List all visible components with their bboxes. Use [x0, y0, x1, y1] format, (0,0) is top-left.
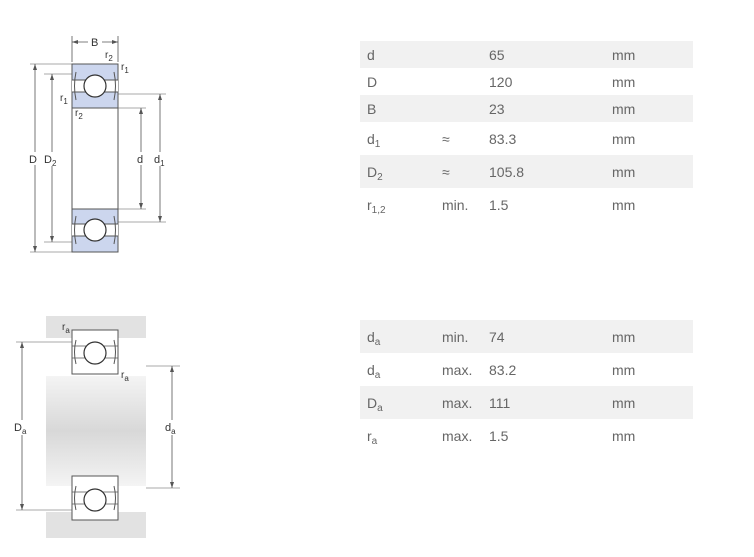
qualifier: max. [442, 361, 473, 378]
unit: mm [612, 73, 636, 90]
qualifier: min. [442, 328, 469, 345]
label-da: da [165, 422, 176, 436]
dimension-symbol: ra [367, 427, 378, 447]
unit: mm [612, 328, 636, 345]
qualifier [435, 95, 482, 122]
dimension-value: 65 [489, 46, 505, 63]
dimension-value: 111 [489, 394, 511, 411]
unit: mm [612, 163, 636, 180]
unit: mm [612, 361, 636, 378]
dimension-symbol: da [367, 328, 381, 348]
dimension-symbol: da [367, 361, 381, 381]
label-D2: D2 [44, 154, 57, 168]
table-row: d1 ≈83.3 mm [360, 122, 693, 155]
bearing-dimension-diagram: B r2 r1 r1 r2 D D2 d d1 [27, 35, 170, 253]
dimension-value: 74 [489, 328, 505, 345]
unit: mm [612, 46, 636, 63]
dimension-value: 1.5 [489, 196, 509, 213]
dimension-symbol: B [367, 100, 377, 117]
svg-text:r2: r2 [105, 50, 113, 63]
ball-bottom-mount [83, 488, 107, 512]
dimension-value: 83.2 [489, 361, 517, 378]
table-row: d 65 mm [360, 41, 693, 68]
qualifier: ≈ [442, 163, 450, 180]
unit: mm [612, 427, 636, 444]
table-row: r1,2 min. 1.5 mm [360, 188, 693, 221]
unit: mm [612, 394, 636, 411]
dimension-value: 83.3 [489, 130, 517, 147]
table-row: da max. 83.2 mm [360, 353, 693, 386]
dimension-value: 105.8 [489, 163, 525, 180]
label-d: d [137, 154, 143, 166]
dimension-symbol: r1,2 [367, 196, 386, 216]
qualifier: ≈ [442, 130, 450, 147]
label-B: B [91, 37, 98, 49]
dimension-symbol: d [367, 46, 375, 63]
unit: mm [612, 100, 636, 117]
unit: mm [612, 196, 636, 213]
table-row: da min. 74 mm [360, 320, 693, 353]
dimension-value: 120 [489, 73, 513, 90]
ball-top [83, 74, 107, 98]
ball-bottom [83, 218, 107, 242]
dimension-value: 1.5 [489, 427, 509, 444]
dimension-symbol: D [367, 73, 378, 90]
svg-text:ra: ra [62, 322, 70, 335]
abutment-dimension-diagram: ra ra Da da [13, 316, 181, 538]
svg-text:ra: ra [121, 370, 129, 383]
shaft [46, 376, 146, 486]
label-d1: d1 [154, 154, 165, 168]
qualifier: min. [442, 196, 469, 213]
qualifier [435, 68, 482, 95]
table-row: D 120 mm [360, 68, 693, 95]
table-row: ra max. 1.5 mm [360, 419, 693, 452]
ball-top-mount [83, 341, 107, 365]
svg-text:r1: r1 [60, 93, 68, 106]
table-row: Da max. 111 mm [360, 386, 693, 419]
dimension-symbol: Da [367, 394, 383, 414]
svg-text:r2: r2 [75, 108, 83, 121]
table-row: B 23 mm [360, 95, 693, 122]
label-Da: Da [14, 422, 27, 436]
unit: mm [612, 130, 636, 147]
qualifier [435, 41, 482, 68]
svg-text:r1: r1 [121, 62, 129, 75]
label-D: D [29, 154, 37, 166]
dimension-symbol: D2 [367, 163, 383, 183]
dimension-symbol: d1 [367, 130, 381, 150]
table-row: D2 ≈105.8 mm [360, 155, 693, 188]
qualifier: max. [442, 427, 473, 444]
dimension-value: 23 [489, 100, 505, 117]
qualifier: max. [442, 394, 473, 411]
